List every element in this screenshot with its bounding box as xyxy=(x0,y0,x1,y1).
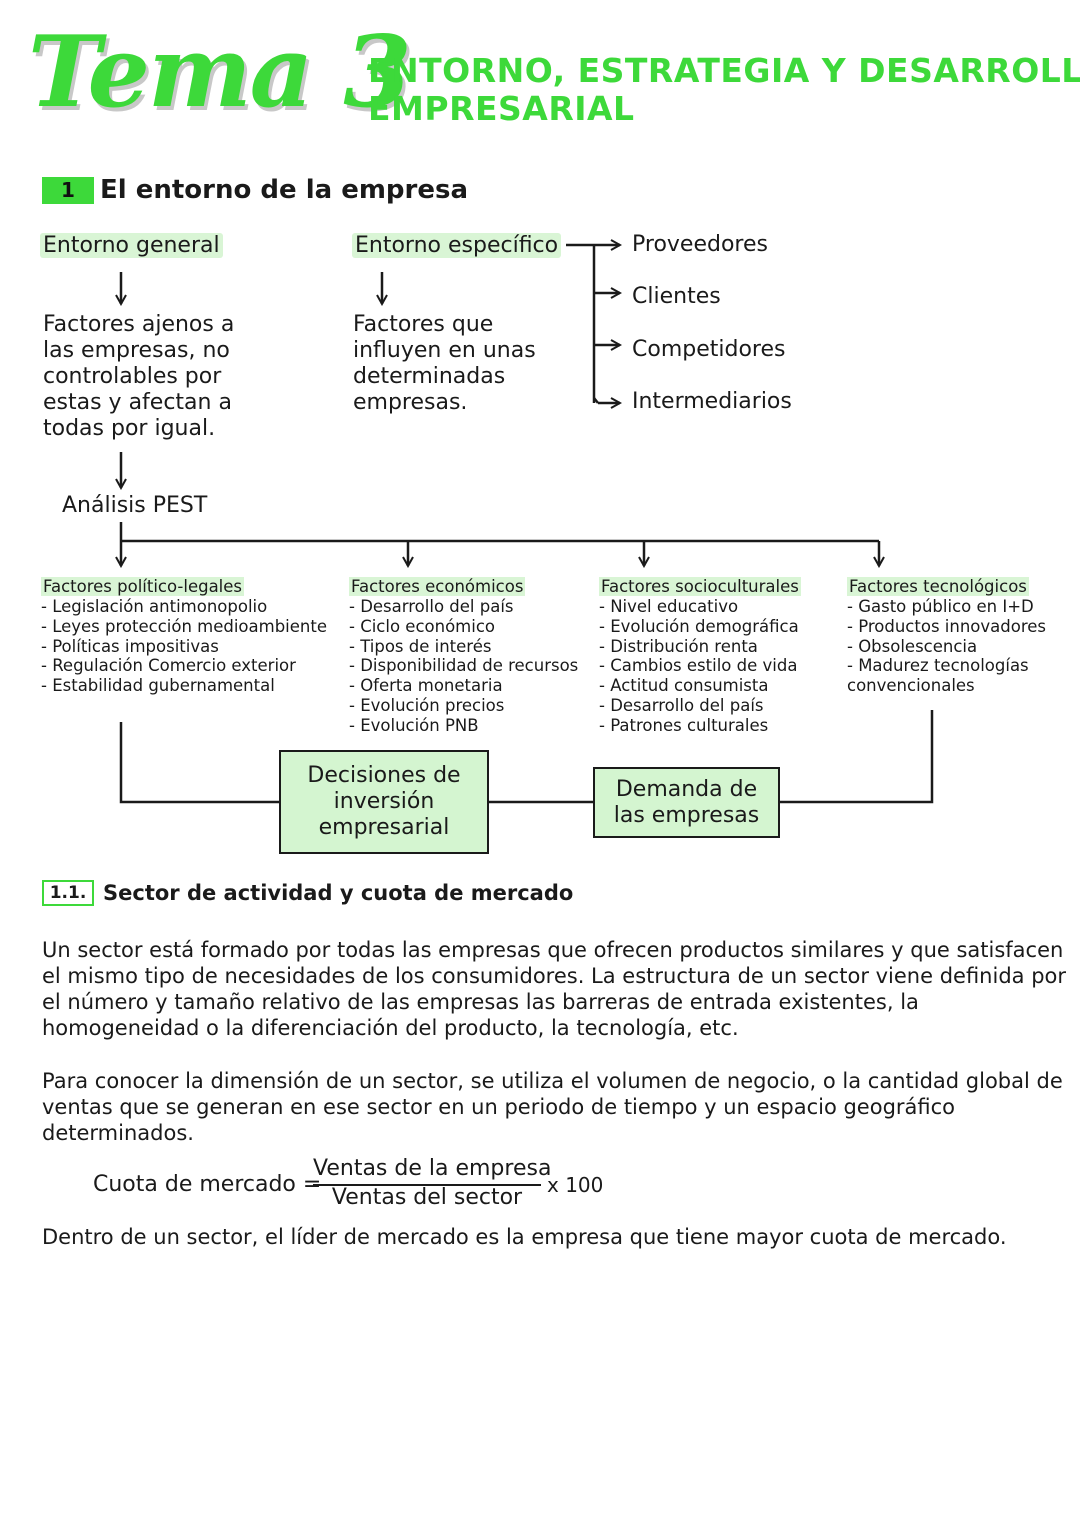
factor-title: Factores socioculturales xyxy=(599,577,801,596)
factor-item: - Desarrollo del país xyxy=(349,597,514,616)
paragraph-sector-definition: Un sector está formado por todas las emp… xyxy=(42,938,1067,1040)
subsection-number: 1.1. xyxy=(42,880,94,906)
subsection-title: Sector de actividad y cuota de mercado xyxy=(103,881,574,905)
connector-left xyxy=(119,722,281,804)
chapter-title-line1: ENTORNO, ESTRATEGIA Y DESARROLLO xyxy=(368,51,1080,90)
formula-fraction-bar xyxy=(313,1184,541,1186)
chapter-title: ENTORNO, ESTRATEGIA Y DESARROLLO EMPRESA… xyxy=(368,52,1080,128)
decisiones-inversion-box: Decisiones de inversión empresarial xyxy=(279,750,489,854)
factor-item: - Madurez tecnologías xyxy=(847,656,1029,676)
factor-item: - Oferta monetaria xyxy=(349,676,503,696)
entorno-general-description: Factores ajenos a las empresas, no contr… xyxy=(43,312,235,441)
factor-item: - Cambios estilo de vida xyxy=(599,656,798,676)
factor-item: - Disponibilidad de recursos xyxy=(349,656,579,676)
factor-politico-legales: Factores político-legales - Legislación … xyxy=(41,577,327,696)
factor-item: convencionales xyxy=(847,676,975,696)
factor-item: - Obsolescencia xyxy=(847,636,978,656)
factor-tecnologicos: Factores tecnológicos - Gasto público en… xyxy=(847,577,1046,696)
arrow-intermediarios xyxy=(593,397,599,404)
specific-item-competidores: Competidores xyxy=(632,337,786,362)
entorno-especifico-description: Factores que influyen en unas determinad… xyxy=(353,312,536,415)
factor-item: - Desarrollo del país xyxy=(599,695,764,715)
factor-item: - Estabilidad gubernamental xyxy=(41,676,275,696)
factor-item: - Legislación antimonopolio xyxy=(41,597,268,616)
factor-title: Factores económicos xyxy=(349,577,526,596)
factor-item: - Evolución precios xyxy=(349,695,505,715)
factor-item: - Gasto público en I+D xyxy=(847,597,1034,616)
section-title: El entorno de la empresa xyxy=(100,175,469,205)
entorno-especifico-label: Entorno específico xyxy=(352,231,562,261)
formula-label: Cuota de mercado = xyxy=(93,1172,322,1197)
formula-numerator: Ventas de la empresa xyxy=(313,1156,552,1181)
factor-item: - Evolución demográfica xyxy=(599,616,799,636)
specific-item-proveedores: Proveedores xyxy=(632,232,768,257)
tema-heading: Tema 3 xyxy=(28,15,412,130)
factor-item: - Productos innovadores xyxy=(847,616,1046,636)
specific-item-clientes: Clientes xyxy=(632,284,721,309)
factor-item: - Tipos de interés xyxy=(349,636,492,656)
factor-socioculturales: Factores socioculturales - Nivel educati… xyxy=(599,577,801,736)
formula-denominator: Ventas del sector xyxy=(331,1185,523,1210)
specific-item-intermediarios: Intermediarios xyxy=(632,389,792,414)
pest-label: Análisis PEST xyxy=(62,493,208,518)
chapter-title-line2: EMPRESARIAL xyxy=(368,89,635,128)
paragraph-market-leader: Dentro de un sector, el líder de mercado… xyxy=(42,1225,1007,1249)
connector-right xyxy=(778,710,934,804)
factor-item: - Regulación Comercio exterior xyxy=(41,656,296,676)
factor-item: - Políticas impositivas xyxy=(41,636,219,656)
section-number: 1 xyxy=(42,177,94,204)
factor-item: - Leyes protección medioambiente xyxy=(41,616,327,636)
factor-item: - Ciclo económico xyxy=(349,616,495,636)
paragraph-sector-dimension: Para conocer la dimensión de un sector, … xyxy=(42,1069,1063,1145)
factor-title: Factores político-legales xyxy=(41,577,245,596)
demanda-empresas-box: Demanda de las empresas xyxy=(593,767,780,838)
factor-title: Factores tecnológicos xyxy=(847,577,1029,596)
formula-factor: x 100 xyxy=(547,1173,604,1197)
entorno-general-label: Entorno general xyxy=(40,231,223,261)
factor-item: - Evolución PNB xyxy=(349,715,479,735)
factor-economicos: Factores económicos - Desarrollo del paí… xyxy=(349,577,578,736)
factor-item: - Distribución renta xyxy=(599,636,758,656)
factor-item: - Patrones culturales xyxy=(599,715,769,735)
factor-item: - Nivel educativo xyxy=(599,597,739,616)
factor-item: - Actitud consumista xyxy=(599,676,769,696)
